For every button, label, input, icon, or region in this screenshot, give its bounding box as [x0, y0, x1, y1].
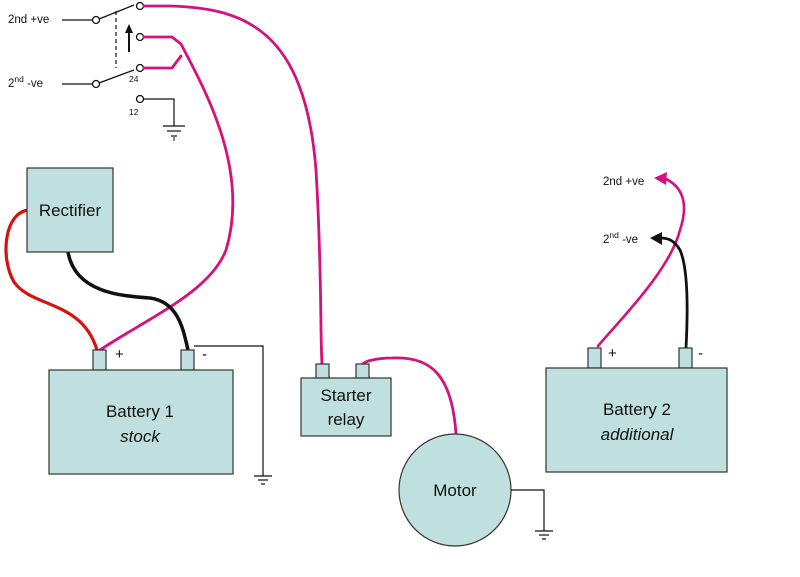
starter-label-line2: relay — [328, 410, 365, 429]
magenta-wire-switch-to-battery1-pos — [98, 35, 235, 352]
wires — [4, 4, 689, 436]
terminal-12-label: 12 — [129, 107, 139, 117]
switch-pole-pos — [91, 15, 101, 25]
ground-icon — [535, 530, 553, 540]
black-wire-rectifier-to-battery1 — [66, 250, 190, 352]
battery2-neg-terminal — [678, 347, 693, 369]
arrow-icon-2nd-neg — [650, 232, 662, 245]
motor-block: Motor — [398, 433, 553, 547]
output-label-2nd-pos: 2nd +ve — [603, 176, 644, 188]
battery2-plus-sign: + — [608, 345, 617, 362]
battery1-ground-wire — [194, 345, 264, 476]
output-labels: 2nd +ve 2nd -ve — [603, 176, 644, 246]
magenta-wire-switch-to-starter — [142, 4, 324, 366]
terminal-24-label: 24 — [129, 74, 139, 84]
battery1-title: Battery 1 — [106, 402, 174, 421]
arrow-icon-2nd-pos — [654, 172, 667, 185]
motor-ground-wire — [511, 489, 545, 531]
battery1-plus-sign: + — [115, 346, 124, 363]
battery2-title: Battery 2 — [603, 400, 671, 419]
motor-label: Motor — [433, 481, 477, 500]
battery2-minus-sign: - — [698, 345, 703, 362]
switch-label-2nd-pos: 2nd +ve — [8, 14, 49, 26]
switch-ground-wire — [144, 98, 175, 126]
rectifier-label: Rectifier — [39, 201, 102, 220]
switch-blade-neg — [98, 69, 135, 84]
battery2-subtitle: additional — [601, 425, 675, 444]
battery2-box — [545, 367, 728, 473]
rectifier-block: Rectifier — [26, 167, 114, 253]
battery1-minus-sign: - — [202, 346, 207, 363]
switch-label-2nd-neg: 2nd -ve — [8, 74, 43, 90]
battery1-box — [48, 369, 234, 475]
switch-contact-12 — [135, 94, 145, 104]
starter-label-line1: Starter — [320, 386, 371, 405]
starter-relay-block: Starter relay — [300, 363, 392, 437]
battery2-pos-terminal — [587, 347, 602, 369]
magenta-wire-battery2-pos — [596, 176, 686, 348]
starter-terminal-left — [315, 363, 330, 379]
switch-block: 2nd +ve 2nd -ve 24 12 — [8, 1, 185, 141]
battery1-block: + - Battery 1 stock — [48, 345, 272, 485]
starter-relay-box — [300, 377, 392, 437]
magenta-wire-starter-to-motor — [360, 356, 458, 436]
starter-terminal-right — [355, 363, 370, 379]
ground-icon — [254, 475, 272, 485]
switch-pole-neg — [91, 79, 101, 89]
switch-contact-mid — [135, 32, 145, 42]
rectifier-box — [26, 167, 114, 253]
battery1-subtitle: stock — [120, 427, 161, 446]
switch-contact-top — [135, 1, 145, 11]
red-wire-rectifier-to-battery1 — [4, 208, 99, 352]
black-wire-battery2-neg — [658, 236, 689, 350]
battery1-pos-terminal — [92, 349, 107, 371]
battery1-neg-terminal — [180, 349, 195, 371]
up-arrow-icon — [125, 24, 133, 33]
ground-icon — [163, 125, 185, 141]
switch-contact-24 — [135, 63, 145, 73]
magenta-wire-switch-24 — [142, 54, 183, 70]
output-label-2nd-neg: 2nd -ve — [603, 230, 638, 246]
battery2-block: + - Battery 2 additional — [545, 345, 728, 473]
